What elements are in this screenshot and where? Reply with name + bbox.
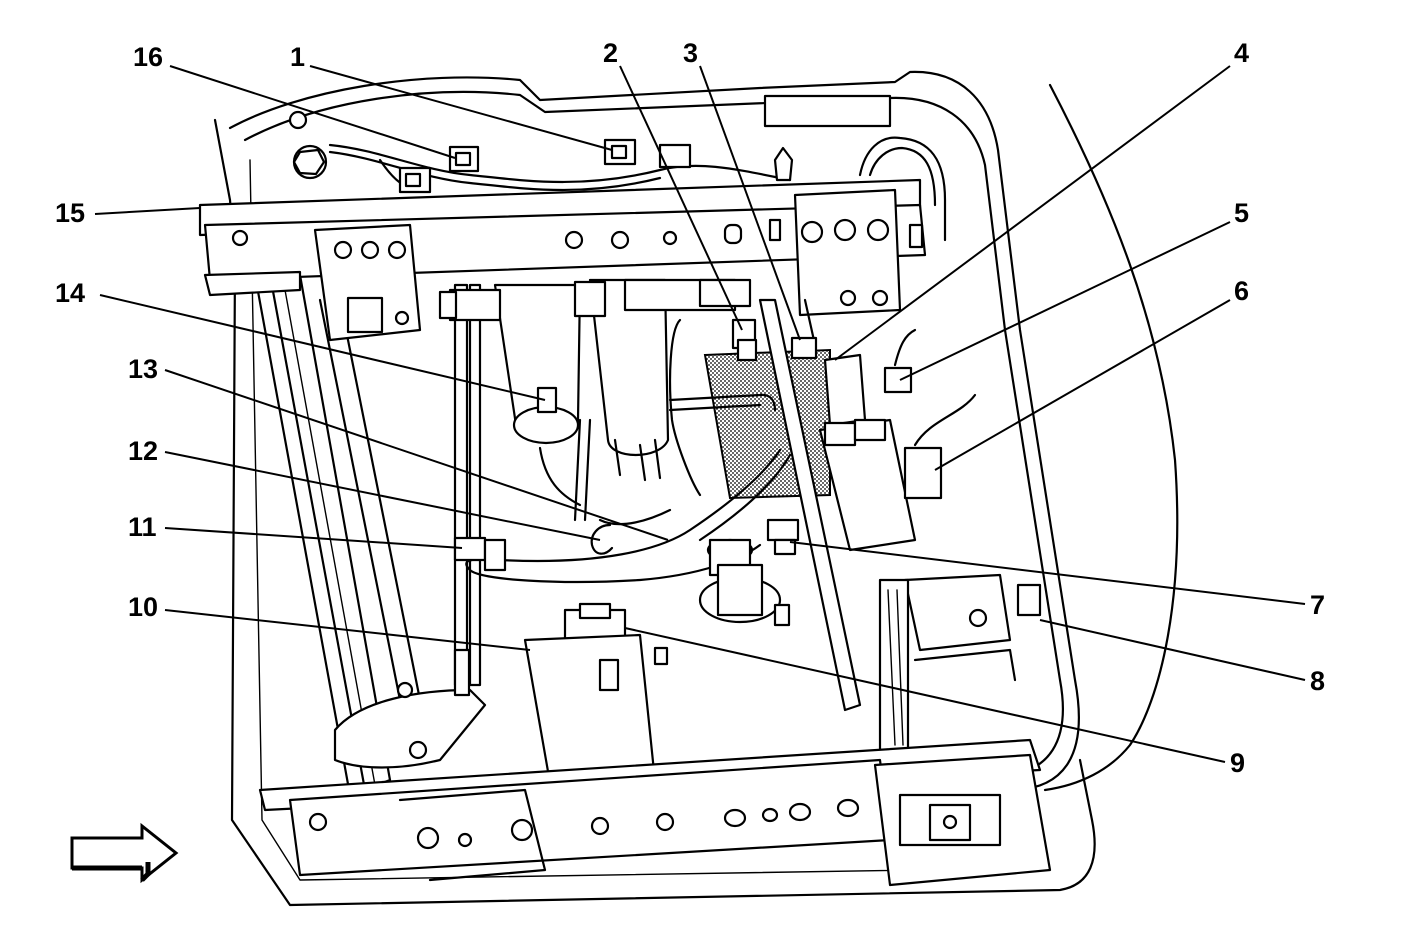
center-actuator [698,538,791,627]
leader-lines [94,65,1306,763]
callout-10: 10 [128,592,158,622]
left-mounting-plate [313,223,422,342]
arrow-right-outline-icon [70,822,179,884]
lower-right-latch [873,753,1052,887]
connector-1 [603,138,692,169]
callout-6: 6 [1234,276,1249,306]
leader-9 [624,627,1226,763]
connector-5 [883,328,917,394]
leader-14 [99,294,546,401]
callout-7: 7 [1310,590,1325,620]
connector-7 [766,518,800,556]
callout-14: 14 [55,278,85,308]
callout-13: 13 [128,354,158,384]
callout-11: 11 [128,512,157,542]
seat-cushion-outline [213,70,1179,907]
connector-6 [903,393,977,500]
leader-1 [309,65,613,151]
lower-left-pivot [333,648,487,769]
vertical-strip [878,578,910,752]
leader-7 [789,541,1306,605]
leader-8 [1039,619,1306,681]
leader-16 [169,65,456,159]
leader-5 [899,221,1231,381]
connector-16 [398,145,480,194]
callout-5: 5 [1234,198,1249,228]
leader-10 [164,609,531,651]
left-motor [438,283,582,507]
wire-hook [590,523,614,555]
leader-12 [164,451,601,541]
leader-2 [619,65,743,331]
callout-labels: 1 2 3 4 5 6 7 8 9 10 11 12 13 14 15 16 [55,38,1325,778]
lower-seat-track [258,738,1042,882]
callout-4: 4 [1234,38,1249,68]
right-motor [573,278,752,482]
rear-right-fastener [763,94,892,182]
middle-wire-harness [573,318,777,526]
leader-13 [164,369,669,541]
callout-1: 1 [290,42,305,72]
right-side-module [818,418,917,552]
leader-15 [94,207,201,215]
connector-2 [731,318,758,362]
upper-wire-harness [328,136,947,242]
callout-2: 2 [603,38,618,68]
connector-3 [790,336,818,360]
callout-12: 12 [128,436,158,466]
callout-15: 15 [55,198,85,228]
leader-4 [834,65,1231,361]
callout-8: 8 [1310,666,1325,696]
callout-3: 3 [683,38,698,68]
leader-6 [934,299,1231,471]
right-mounting-plate [793,188,902,317]
mounting-bolt-top-left [288,110,328,180]
callout-9: 9 [1230,748,1245,778]
harness-clip [453,536,507,572]
callout-16: 16 [133,42,163,72]
leader-11 [164,527,463,549]
leader-3 [699,65,801,341]
connector-4 [823,353,867,427]
lower-right-bracket [903,573,1042,682]
